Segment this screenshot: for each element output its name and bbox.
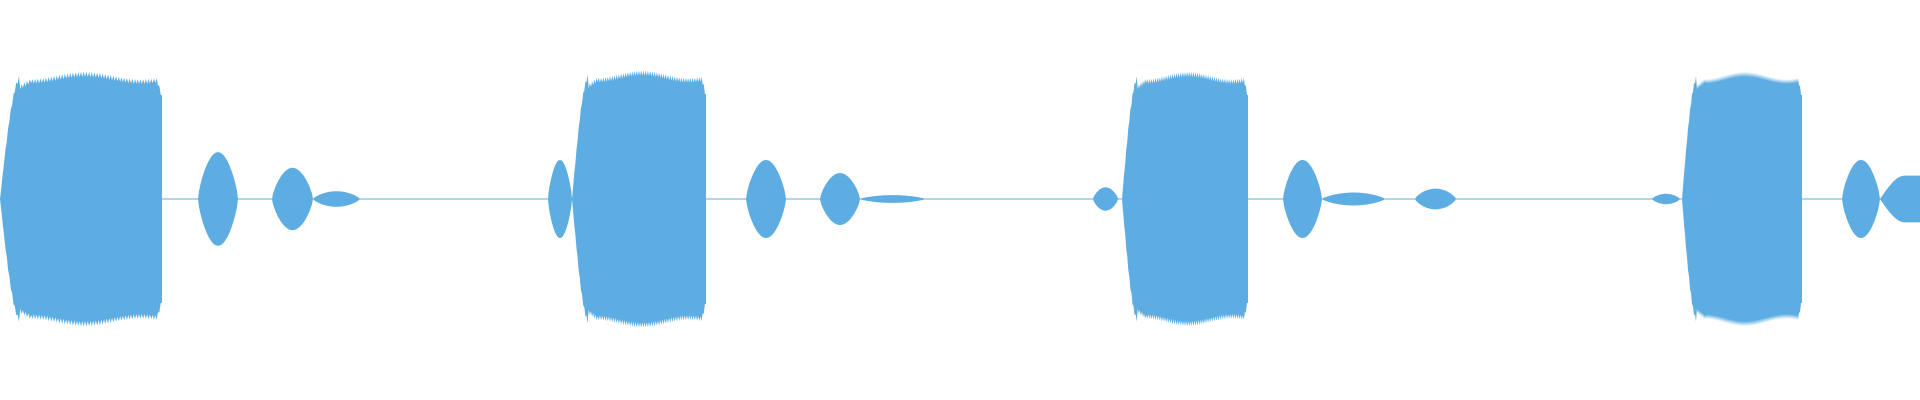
waveform-burst-blip-small [1415, 188, 1456, 210]
waveform-burst-main [0, 71, 162, 327]
waveform-burst-blip-edge [1880, 175, 1920, 223]
waveform-burst-blip-large [1283, 160, 1322, 238]
waveform-burst-blip-large [746, 160, 786, 238]
waveform-burst-main [572, 70, 706, 328]
waveform-burst-pre-blip [1652, 193, 1680, 205]
waveform-burst-pre-blip [548, 160, 572, 238]
waveform-burst-main [1682, 71, 1802, 327]
waveform-burst-blip-medium [820, 173, 860, 225]
waveform-burst-blip-small [313, 191, 360, 207]
waveform-burst-pre-blip [1093, 187, 1118, 211]
waveform-burst-blip-large [1842, 160, 1880, 238]
waveform-burst-main [1122, 71, 1248, 327]
waveform-burst-blip-small [860, 195, 925, 203]
waveform-burst-blip-small [1322, 192, 1385, 206]
waveform-burst-blip-large [198, 152, 238, 246]
waveform-bursts [0, 70, 1920, 328]
waveform-burst-blip-medium [272, 167, 313, 231]
